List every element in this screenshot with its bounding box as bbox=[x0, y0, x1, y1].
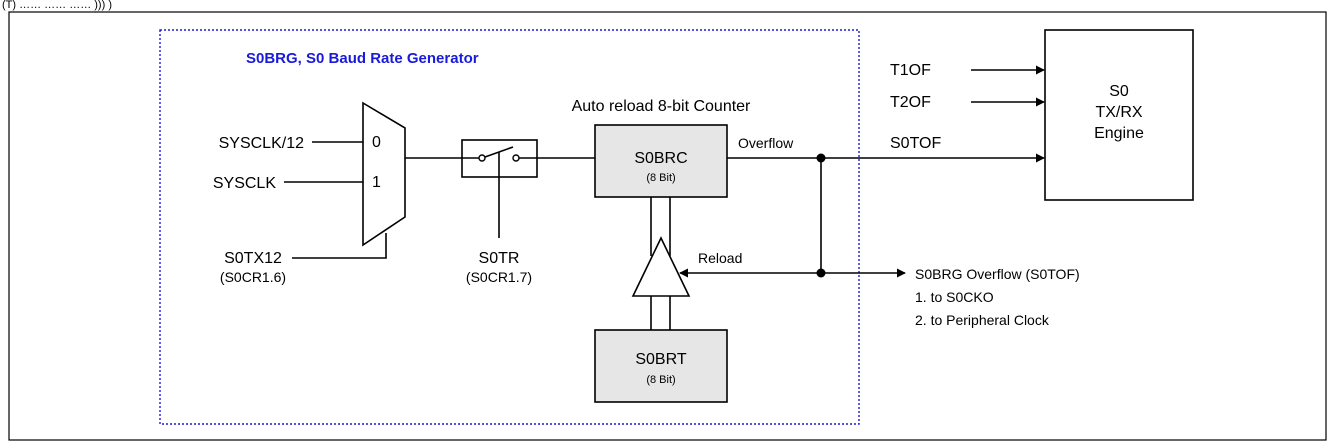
s0tr-label: S0TR bbox=[479, 250, 520, 267]
s0brt-box bbox=[594, 329, 728, 403]
engine-box bbox=[1044, 29, 1194, 201]
s0tx12-register: (S0CR1.6) bbox=[220, 269, 286, 285]
mux-shape bbox=[362, 101, 406, 247]
generator-boundary bbox=[159, 29, 860, 425]
s0tx12-label: S0TX12 bbox=[224, 250, 282, 267]
s0brc-box bbox=[594, 124, 728, 198]
sysclk12-label: SYSCLK/12 bbox=[219, 135, 304, 152]
reload-buffer bbox=[631, 236, 691, 297]
t2of-label: T2OF bbox=[890, 94, 931, 111]
engine-line-1: S0 bbox=[1109, 83, 1129, 100]
s0brt-label: S0BRT bbox=[635, 351, 687, 368]
s0tof-label: S0TOF bbox=[890, 135, 942, 152]
engine-line-3: Engine bbox=[1094, 125, 1144, 142]
reload-label: Reload bbox=[698, 250, 742, 266]
mux-select-wire bbox=[292, 233, 387, 259]
output-note-s0cko: 1. to S0CKO bbox=[915, 289, 994, 305]
s0brc-width: (8 Bit) bbox=[646, 172, 675, 184]
mux-index-1: 1 bbox=[372, 174, 381, 191]
engine-line-2: TX/RX bbox=[1095, 104, 1142, 121]
output-note-peripheral: 2. to Peripheral Clock bbox=[915, 312, 1050, 328]
switch-contact-a bbox=[478, 154, 486, 162]
figure-frame bbox=[8, 11, 1327, 441]
generator-title: S0BRG, S0 Baud Rate Generator bbox=[246, 50, 479, 67]
mux-index-0: 0 bbox=[372, 134, 381, 151]
s0tr-register: (S0CR1.7) bbox=[466, 269, 532, 285]
sysclk-label: SYSCLK bbox=[213, 175, 276, 192]
s0brc-label: S0BRC bbox=[634, 150, 687, 167]
s0brt-width: (8 Bit) bbox=[646, 374, 675, 386]
output-note-title: S0BRG Overflow (S0TOF) bbox=[915, 266, 1080, 282]
switch-contact-b bbox=[512, 154, 520, 162]
t1of-label: T1OF bbox=[890, 62, 931, 79]
overflow-label: Overflow bbox=[738, 135, 794, 151]
counter-caption: Auto reload 8-bit Counter bbox=[572, 98, 751, 115]
header-fragment: (T) …… …… …… ))) ) bbox=[2, 0, 112, 11]
